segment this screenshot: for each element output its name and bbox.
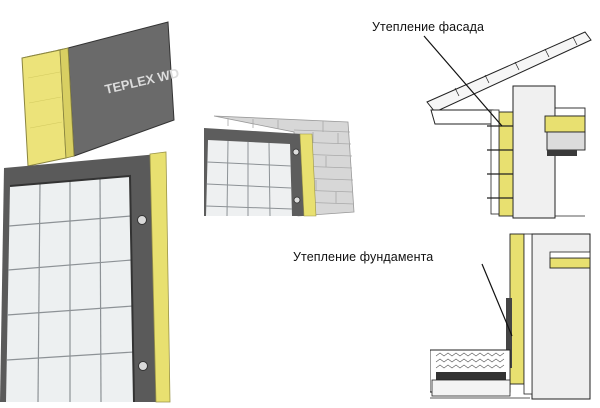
foundation-leader-line — [481, 263, 513, 337]
facade-leader-line — [423, 35, 503, 127]
brick-wall-image — [198, 112, 356, 218]
facade-label: Утепление фасада — [372, 20, 485, 34]
facade-section-drawing — [425, 30, 595, 220]
insulation-boards-image: TEPLEX WD — [8, 8, 208, 168]
facade-corner-image — [0, 150, 175, 408]
foundation-section-drawing — [430, 232, 595, 402]
foundation-label: Утепление фундамента — [293, 250, 434, 264]
